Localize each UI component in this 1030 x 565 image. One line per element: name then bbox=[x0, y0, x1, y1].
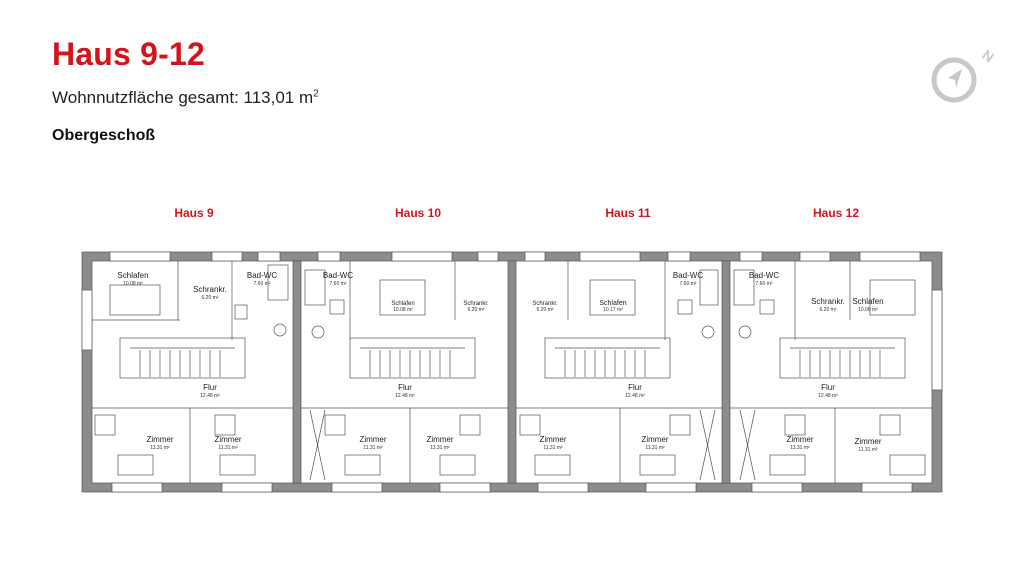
house-12-walls bbox=[730, 261, 932, 483]
room-name: Schrankr. bbox=[463, 301, 489, 307]
living-area-text: Wohnnutzfläche gesamt: 113,01 m bbox=[52, 88, 314, 107]
room-area: 11.31 m² bbox=[790, 445, 810, 451]
room-area: 11.31 m² bbox=[150, 445, 170, 451]
windows-bottom bbox=[111, 482, 913, 493]
room-name: Bad-WC bbox=[673, 271, 703, 280]
room-area: 7.60 m² bbox=[330, 281, 347, 287]
room-name: Schlafen bbox=[117, 271, 148, 280]
room-area: 6.20 m² bbox=[202, 295, 219, 301]
room-area: 7.60 m² bbox=[254, 281, 271, 287]
floor-name: Obergeschoß bbox=[52, 127, 156, 144]
party-wall-11-12 bbox=[721, 260, 731, 484]
room-area: 11.31 m² bbox=[430, 445, 450, 451]
room-area: 10.08 m² bbox=[858, 307, 878, 313]
house-12-stairs bbox=[799, 350, 881, 377]
room-area: 7.60 m² bbox=[756, 281, 773, 287]
room-name: Zimmer bbox=[786, 435, 813, 444]
room-area: 12.48 m² bbox=[200, 393, 220, 399]
room-area: 11.31 m² bbox=[363, 445, 383, 451]
windows-top bbox=[109, 251, 921, 262]
house-10-walls bbox=[301, 261, 508, 483]
room-name: Schlafen bbox=[852, 297, 883, 306]
room-area: 10.17 m² bbox=[603, 307, 623, 313]
area-unit-superscript: 2 bbox=[313, 88, 319, 100]
room-name: Zimmer bbox=[214, 435, 241, 444]
room-name: Flur bbox=[398, 383, 412, 392]
room-name: Schrankr. bbox=[811, 297, 845, 306]
house-11-walls bbox=[516, 261, 722, 483]
room-name: Schlafen bbox=[599, 300, 626, 307]
house-9-walls bbox=[92, 261, 293, 483]
room-name: Zimmer bbox=[641, 435, 668, 444]
room-area: 7.60 m² bbox=[680, 281, 697, 287]
house-11-stairs bbox=[564, 350, 646, 377]
room-area: 12.48 m² bbox=[818, 393, 838, 399]
living-area-total: Wohnnutzfläche gesamt: 113,01 m2 bbox=[52, 88, 319, 108]
room-name: Bad-WC bbox=[323, 271, 353, 280]
house-10-stairs bbox=[369, 350, 451, 377]
room-area: 10.08 m² bbox=[123, 281, 143, 287]
room-name: Flur bbox=[628, 383, 642, 392]
room-name: Zimmer bbox=[426, 435, 453, 444]
page-title: Haus 9-12 bbox=[52, 36, 205, 72]
room-name: Bad-WC bbox=[749, 271, 779, 280]
room-name: Zimmer bbox=[854, 437, 881, 446]
room-name: Flur bbox=[203, 383, 217, 392]
room-area: 6.20 m² bbox=[468, 307, 485, 313]
party-wall-10-11 bbox=[507, 260, 517, 484]
window-left bbox=[81, 289, 93, 351]
room-area: 11.31 m² bbox=[218, 445, 238, 451]
room-area: 6.20 m² bbox=[537, 307, 554, 313]
room-name: Zimmer bbox=[359, 435, 386, 444]
house-label-10: Haus 10 bbox=[394, 206, 442, 220]
room-name: Schrankr. bbox=[193, 285, 227, 294]
house-label-11: Haus 11 bbox=[605, 206, 651, 220]
room-area: 12.48 m² bbox=[395, 393, 415, 399]
room-area: 11.31 m² bbox=[645, 445, 665, 451]
house-label-12: Haus 12 bbox=[812, 206, 860, 220]
room-name: Flur bbox=[821, 383, 835, 392]
room-area: 10.08 m² bbox=[393, 307, 413, 313]
room-area: 6.20 m² bbox=[820, 307, 837, 313]
room-area: 11.31 m² bbox=[543, 445, 563, 451]
room-name: Bad-WC bbox=[247, 271, 277, 280]
room-area: 11.31 m² bbox=[858, 447, 878, 453]
room-name: Schrankr. bbox=[532, 301, 558, 307]
north-compass-icon: N bbox=[931, 46, 997, 103]
house-9-stairs bbox=[139, 350, 221, 377]
house-label-9: Haus 9 bbox=[174, 206, 214, 220]
room-name: Schlafen bbox=[391, 301, 414, 307]
room-name: Zimmer bbox=[146, 435, 173, 444]
room-name: Zimmer bbox=[539, 435, 566, 444]
room-area: 12.48 m² bbox=[625, 393, 645, 399]
party-wall-9-10 bbox=[292, 260, 302, 484]
window-right bbox=[931, 289, 943, 391]
